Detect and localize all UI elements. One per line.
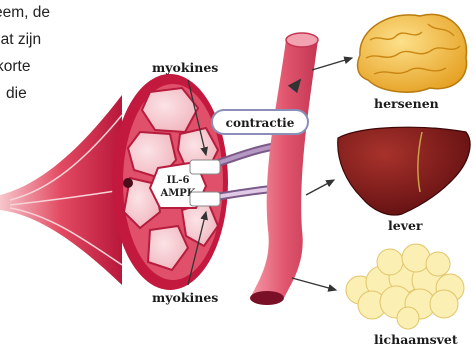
- myokines-top-label: myokines: [152, 60, 218, 75]
- blood-vessel: [250, 33, 318, 305]
- nerve-dot: [123, 178, 133, 188]
- muscle-tendon: [0, 95, 122, 285]
- fat-illustration: [346, 244, 464, 329]
- muscle-cross-section: IL-6 AMPK: [112, 74, 228, 290]
- brain-illustration: [358, 14, 467, 92]
- lichaamsvet-label: lichaamsvet: [374, 332, 458, 347]
- contractie-label: contractie: [226, 116, 295, 130]
- contractie-callout: contractie: [212, 110, 308, 134]
- hersenen-label: hersenen: [374, 96, 439, 111]
- liver-illustration: [338, 127, 470, 215]
- lever-label: lever: [388, 218, 423, 233]
- il6-label: IL-6: [167, 175, 190, 186]
- myokines-bottom-label: myokines: [152, 290, 218, 305]
